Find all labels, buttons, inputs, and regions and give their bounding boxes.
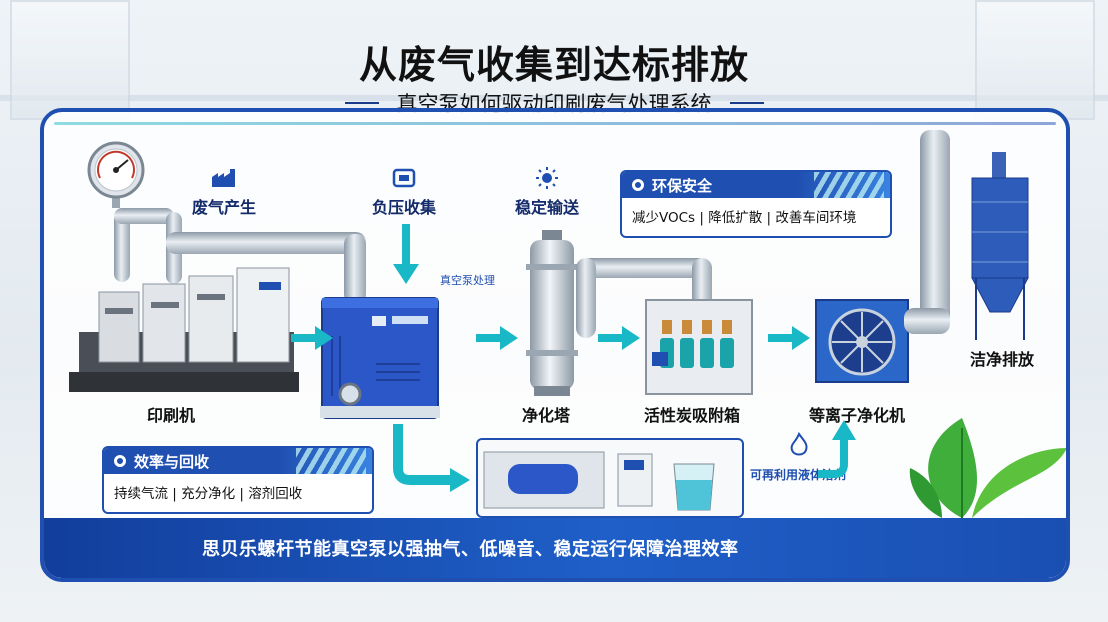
purification-tower-illustration [526, 230, 578, 396]
carbon-inlet-pipe [692, 258, 712, 308]
step-stable-transport-label: 稳定输送 [515, 198, 580, 217]
footer-text: 思贝乐螺杆节能真空泵以强抽气、低噪音、稳定运行保障治理效率 [202, 539, 739, 560]
step-waste-gas: 废气产生 [192, 166, 256, 218]
collector-icon [389, 166, 419, 190]
solvent-recovery-illustration [483, 451, 715, 511]
label-clean-discharge: 洁净排放 [970, 350, 1035, 369]
header-stripes [296, 448, 366, 474]
vacuum-pump-illustration [320, 297, 440, 419]
diagram-frame: 印刷机 废气产生 负压收集 稳定输送 真空泵处理 [40, 108, 1070, 582]
chimney-pipe [920, 130, 950, 330]
subtitle-dash-right [729, 102, 764, 104]
background-window [10, 0, 130, 120]
subtitle-dash-left [344, 102, 379, 104]
discharge-tower-illustration [971, 152, 1029, 340]
flow-arrow-icon [598, 326, 640, 350]
press-to-pump-pipe [166, 232, 366, 254]
footer-band: 思贝乐螺杆节能真空泵以强抽气、低噪音、稳定运行保障治理效率 [44, 518, 1066, 578]
flow-arrow-icon [291, 326, 333, 350]
printing-press-illustration [69, 267, 299, 392]
down-arrow-icon [393, 224, 419, 284]
recovery-up-arrow-icon [818, 420, 856, 478]
plasma-purifier-illustration [815, 299, 909, 383]
frame-accent-line [54, 122, 1056, 125]
info-box-eco: 环保安全 减少VOCs | 降低扩散 | 改善车间环境 [620, 170, 892, 238]
info-box-eco-header: 环保安全 [622, 172, 890, 198]
info-box-eco-body: 减少VOCs | 降低扩散 | 改善车间环境 [632, 210, 857, 226]
info-box-efficiency: 效率与回收 持续气流 | 充分净化 | 溶剂回收 [102, 446, 374, 514]
background-beam [0, 95, 1108, 101]
label-printing-press: 印刷机 [147, 406, 196, 425]
leaf-icon [909, 418, 1066, 518]
flow-arrow-icon [476, 326, 518, 350]
flow-arrow-icon [768, 326, 810, 350]
step-stable-transport: 稳定输送 [515, 166, 579, 218]
chimney-elbow-pipe [904, 308, 950, 334]
info-box-efficiency-title: 效率与回收 [134, 452, 210, 471]
header-stripes [814, 172, 884, 198]
info-box-efficiency-header: 效率与回收 [104, 448, 372, 474]
solvent-recovery-panel [476, 438, 744, 518]
target-icon [114, 455, 126, 467]
page-title: 从废气收集到达标排放 [358, 43, 749, 87]
pump-side-label: 真空泵处理 [440, 274, 495, 287]
gauge-pipe-elbow [114, 208, 174, 224]
recovery-down-arrow-icon [393, 424, 470, 492]
label-purification-tower: 净化塔 [522, 406, 571, 425]
tower-to-carbon-pipe [580, 258, 710, 278]
pump-inlet-pipe [344, 234, 366, 304]
label-activated-carbon: 活性炭吸附箱 [644, 406, 741, 425]
step-negative-pressure-label: 负压收集 [372, 198, 437, 217]
gauge-pipe [114, 212, 130, 282]
sun-gear-icon [532, 166, 562, 190]
step-waste-gas-label: 废气产生 [192, 198, 257, 217]
target-icon [632, 179, 644, 191]
pressure-gauge-icon [87, 141, 145, 208]
label-plasma-purifier: 等离子净化机 [809, 406, 906, 425]
step-negative-pressure: 负压收集 [372, 166, 436, 218]
flame-icon [790, 432, 808, 456]
tower-outlet-pipe [576, 258, 596, 338]
info-box-efficiency-body: 持续气流 | 充分净化 | 溶剂回收 [114, 486, 303, 502]
activated-carbon-illustration [645, 299, 753, 395]
factory-icon [209, 166, 239, 190]
info-box-eco-title: 环保安全 [652, 176, 713, 195]
